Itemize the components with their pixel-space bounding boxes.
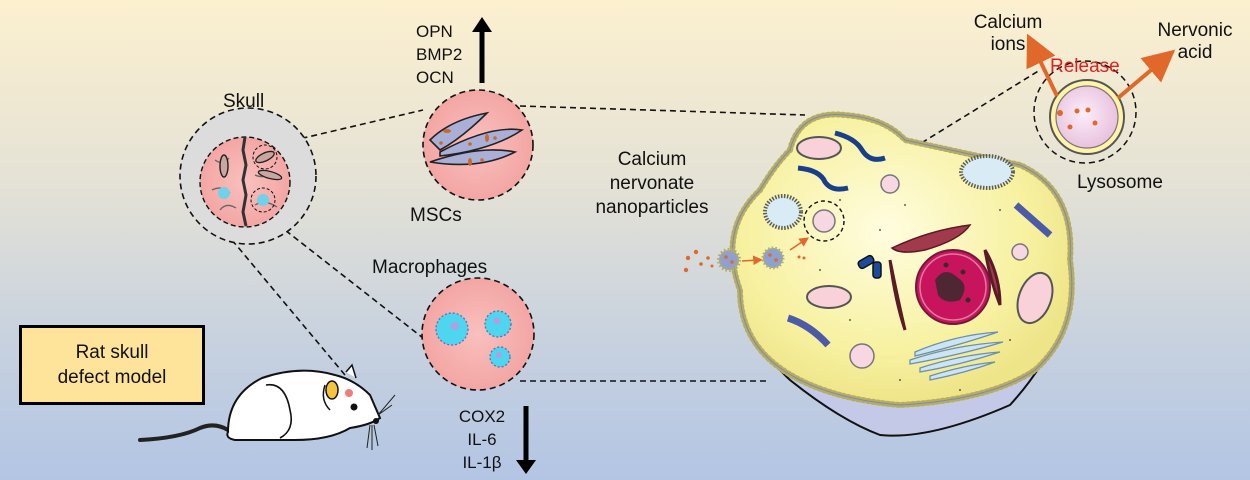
calcium-ions-label: Calcium ions — [968, 12, 1048, 56]
calcium-ions-line2: ions — [990, 34, 1026, 55]
marker-opn: OPN — [416, 22, 453, 41]
marker-il6: IL-6 — [467, 430, 497, 449]
connector-skull-macrophage — [261, 211, 433, 346]
connector-msc-cell — [519, 105, 806, 116]
upregulation-arrow — [472, 17, 492, 83]
cell-illustration — [683, 111, 1075, 437]
rat-model-label-box: Rat skull defect model — [19, 325, 205, 405]
marker-cox2: COX2 — [458, 407, 506, 426]
nervonic-acid-label: Nervonic acid — [1150, 20, 1240, 64]
model-label-line2: defect model — [57, 367, 167, 388]
rat-illustration — [138, 363, 396, 450]
marker-il1b: IL-1β — [462, 453, 502, 472]
nanoparticles-label: Calcium nervonate nanoparticles — [572, 148, 732, 220]
lysosome-label: Lysosome — [1077, 172, 1163, 193]
marker-bmp2: BMP2 — [416, 45, 463, 64]
macrophages-label: Macrophages — [372, 257, 488, 278]
downregulation-arrow — [516, 406, 536, 474]
release-arrows — [1026, 33, 1176, 100]
macrophage-illustration — [421, 277, 535, 391]
release-label: Release — [1050, 56, 1120, 77]
connector-skull-rat — [231, 239, 346, 376]
lysosome-illustration — [1033, 60, 1137, 164]
nanoparticles-label-line3: nanoparticles — [595, 197, 709, 218]
skull-illustration — [179, 107, 317, 245]
msc-label: MSCs — [410, 205, 462, 226]
model-label-line1: Rat skull — [75, 342, 149, 363]
nanoparticles-label-line2: nervonate — [609, 173, 695, 194]
skull-label: Skull — [223, 91, 265, 112]
nervonic-acid-line1: Nervonic — [1157, 20, 1233, 41]
connector-vesicle-lysosome — [844, 69, 1041, 191]
marker-ocn: OCN — [416, 68, 454, 87]
connector-skull-msc — [281, 109, 424, 144]
zoom-connector-lines — [231, 69, 1041, 382]
nervonic-acid-line2: acid — [1177, 42, 1213, 63]
release-arrow-calcium — [1026, 33, 1059, 97]
nanoparticles-label-line1: Calcium — [617, 149, 687, 170]
release-arrow-nervonic — [1116, 49, 1176, 100]
msc-illustration — [422, 89, 534, 201]
calcium-ions-line1: Calcium — [973, 12, 1043, 33]
upregulated-markers: OPN BMP2 OCN — [416, 20, 462, 89]
downregulated-markers: COX2 IL-6 IL-1β — [452, 405, 512, 474]
